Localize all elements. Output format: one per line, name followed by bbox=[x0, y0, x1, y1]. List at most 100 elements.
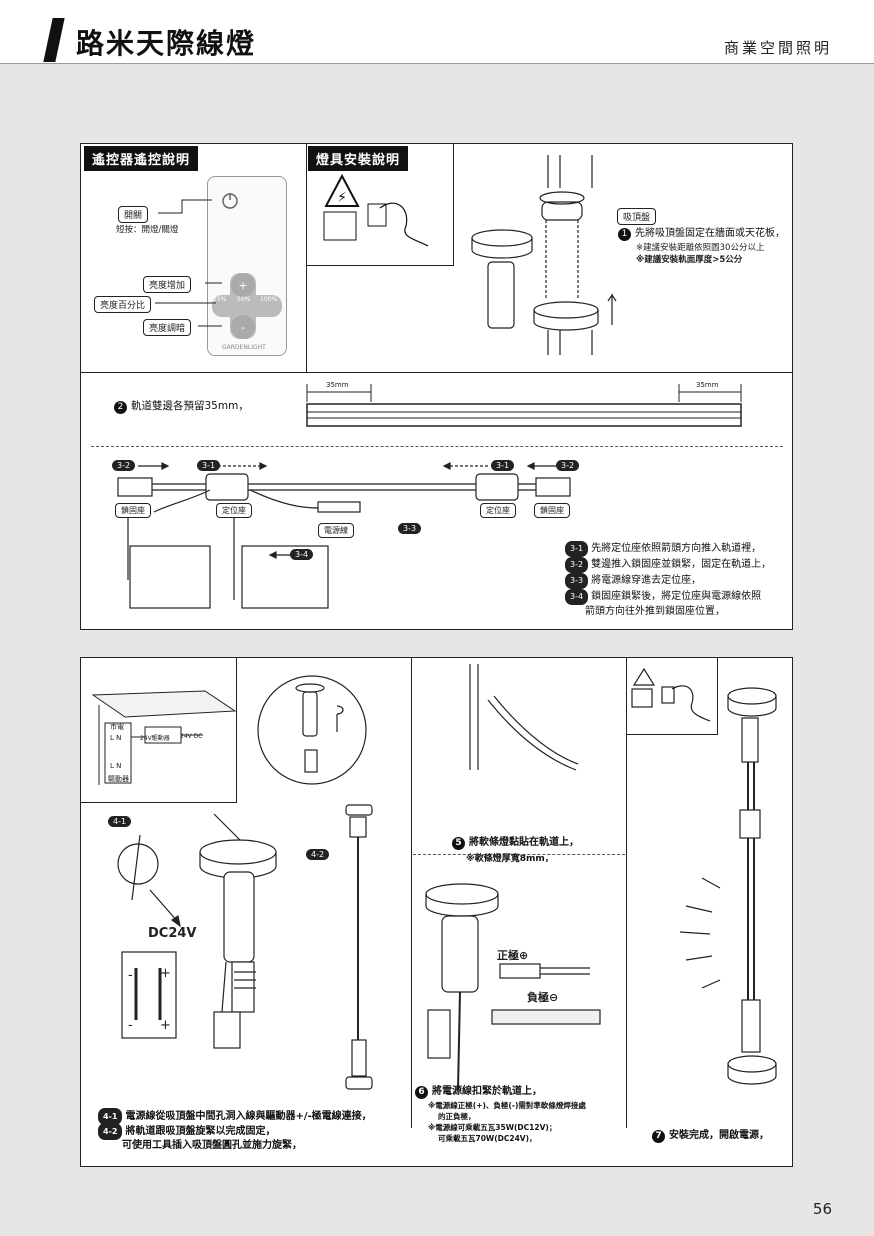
step6-note3: 可乘載五瓦70W(DC24V)， bbox=[438, 1134, 537, 1143]
bottom-hdivider-2 bbox=[626, 734, 718, 735]
code-3-1-right: 3-1 bbox=[491, 460, 517, 471]
bottom-divider-3 bbox=[626, 658, 627, 1128]
power-label: 開關 bbox=[118, 206, 149, 223]
install-section-tag: 燈具安裝說明 bbox=[308, 146, 409, 171]
step-4-2b-text: 可使用工具插入吸頂盤圓孔並施力旋緊， bbox=[122, 1140, 302, 1151]
power-off-warning-graphic: ⚡ bbox=[323, 173, 429, 247]
step6-number: 6 bbox=[415, 1086, 428, 1099]
power-cable-label: 電源線 bbox=[318, 523, 354, 538]
install-step1-note1: ※建議安裝距離依照圖30公分以上 bbox=[636, 243, 765, 253]
code-3-2-left: 3-2 bbox=[112, 460, 138, 471]
step-4-2b: 可使用工具插入吸頂盤圓孔並施力旋緊， bbox=[122, 1138, 302, 1153]
remote-buttons-graphic: + - bbox=[212, 193, 282, 339]
install-step1-text: 先將吸頂盤固定在牆面或天花板， bbox=[635, 228, 785, 239]
step-4-2-text: 將軌道跟吸頂盤旋緊以完成固定， bbox=[125, 1126, 276, 1137]
canopy-wiring-graphic bbox=[117, 834, 181, 1039]
step5-note: ※軟條燈厚寬8mm， bbox=[466, 854, 554, 864]
step5-text: 將軟條燈黏貼在軌道上， bbox=[469, 837, 579, 848]
brightness-down-label: 亮度調暗 bbox=[143, 319, 192, 336]
bottom-divider-4 bbox=[717, 658, 718, 735]
page-number: 56 bbox=[812, 1200, 832, 1218]
track-step-3-4-cont: 箭頭方向往外推到鎖固座位置， bbox=[585, 606, 725, 617]
svg-text:⚡: ⚡ bbox=[337, 190, 347, 206]
step-4-1-text: 電源線從吸頂盤中間孔洞入線與驅動器+/-極電線連接， bbox=[125, 1111, 372, 1122]
pendant-light-graphic-2 bbox=[345, 804, 373, 1090]
page-header: 路米天際線燈 商業空間照明 bbox=[0, 0, 874, 64]
remote-divider bbox=[306, 144, 307, 372]
ceiling-canopy-label: 吸頂盤 bbox=[617, 208, 657, 225]
step5: 5 將軟條燈黏貼在軌道上， bbox=[452, 835, 579, 850]
bottom-divider-1 bbox=[236, 658, 237, 803]
step6-note2: ※電源線可乘載五瓦35W(DC12V)； bbox=[428, 1123, 557, 1132]
code-3-2-right: 3-2 bbox=[556, 460, 582, 471]
final-pendant-graphic bbox=[679, 687, 777, 1085]
mains-ln-label: L N bbox=[110, 734, 122, 742]
brightness-percent-label: 亮度百分比 bbox=[94, 296, 152, 313]
driver-wiring-graphic bbox=[91, 690, 237, 785]
track-assembly-graphic bbox=[117, 462, 571, 609]
dc24v-small-label: 24V DC bbox=[180, 733, 203, 740]
install-hdivider bbox=[306, 265, 454, 266]
track-step2: 2 軌道雙邊各預留35mm， bbox=[114, 399, 249, 414]
power-connector-graphic bbox=[425, 883, 601, 1091]
power-description: 短按：開燈/關燈 bbox=[116, 225, 179, 235]
track-dashed-divider bbox=[91, 446, 783, 447]
dimension-right: 35mm bbox=[696, 381, 719, 389]
step2-number: 2 bbox=[114, 401, 127, 414]
install-divider bbox=[453, 144, 454, 266]
step7-text: 安裝完成，開啟電源， bbox=[669, 1130, 769, 1141]
canopy-zoom-circle bbox=[257, 675, 367, 785]
code-3-3: 3-3 bbox=[398, 523, 424, 534]
step1-number: 1 bbox=[618, 228, 631, 241]
svg-text:+: + bbox=[238, 279, 247, 292]
fix-seat-label-right: 鎖固座 bbox=[534, 503, 570, 518]
step6-note1: ※電源線正極(+)、負極(-)需對準軟條燈焊接處 bbox=[428, 1101, 586, 1110]
step7: 7 安裝完成，開啟電源， bbox=[652, 1128, 769, 1143]
mains-label: 市電 bbox=[110, 723, 124, 731]
ceiling-canopy-install-graphic bbox=[471, 155, 617, 355]
driver-ln-label: L N bbox=[110, 762, 122, 770]
step7-number: 7 bbox=[652, 1130, 665, 1143]
terminal-minus-bottom: - bbox=[128, 1018, 133, 1033]
brightness-up-label: 亮度增加 bbox=[143, 276, 192, 293]
track-step2-text: 軌道雙邊各預留35mm， bbox=[131, 400, 249, 412]
remote-section-tag: 遙控器遙控說明 bbox=[84, 146, 199, 171]
remote-percent-25: 25% bbox=[213, 296, 227, 303]
svg-text:-: - bbox=[241, 321, 245, 334]
driver-label: 驅動器 bbox=[108, 775, 129, 783]
step5-number: 5 bbox=[452, 837, 465, 850]
step6-text: 將電源線扣緊於軌道上， bbox=[432, 1086, 542, 1097]
code-4-2: 4-2 bbox=[306, 849, 332, 860]
canopy-cylinder-graphic bbox=[199, 813, 277, 1049]
code-3-1-left: 3-1 bbox=[197, 460, 223, 471]
terminal-plus-bottom: + bbox=[160, 1018, 171, 1033]
code-3-4: 3-4 bbox=[290, 549, 316, 560]
negative-label: 負極⊖ bbox=[527, 991, 559, 1004]
bottom-dashed-divider bbox=[413, 854, 625, 855]
terminal-minus-top: - bbox=[128, 968, 133, 983]
remote-brand: GARDENLIGHT bbox=[222, 344, 266, 351]
bottom-instruction-panel bbox=[80, 657, 793, 1167]
track-rail-graphic bbox=[306, 384, 742, 427]
bottom-hdivider-1 bbox=[81, 802, 237, 803]
remote-percent-50: 50% bbox=[237, 296, 251, 303]
positive-label: 正極⊕ bbox=[497, 949, 529, 962]
install-step1-note2: ※建議安裝軌面厚度>5公分 bbox=[636, 255, 743, 265]
fix-seat-label-left: 鎖固座 bbox=[115, 503, 151, 518]
install-step1: 1 先將吸頂盤固定在牆面或天花板， bbox=[618, 226, 785, 241]
terminal-plus-top: + bbox=[160, 966, 171, 981]
remote-percent-100: 100% bbox=[260, 296, 278, 303]
code-4-1: 4-1 bbox=[108, 816, 134, 827]
driver-24v-label: 24V驅動器 bbox=[140, 735, 170, 742]
page-title: 路米天際線燈 bbox=[76, 27, 257, 60]
led-strip-graphic bbox=[469, 664, 579, 771]
step6: 6 將電源線扣緊於軌道上， bbox=[415, 1084, 542, 1099]
